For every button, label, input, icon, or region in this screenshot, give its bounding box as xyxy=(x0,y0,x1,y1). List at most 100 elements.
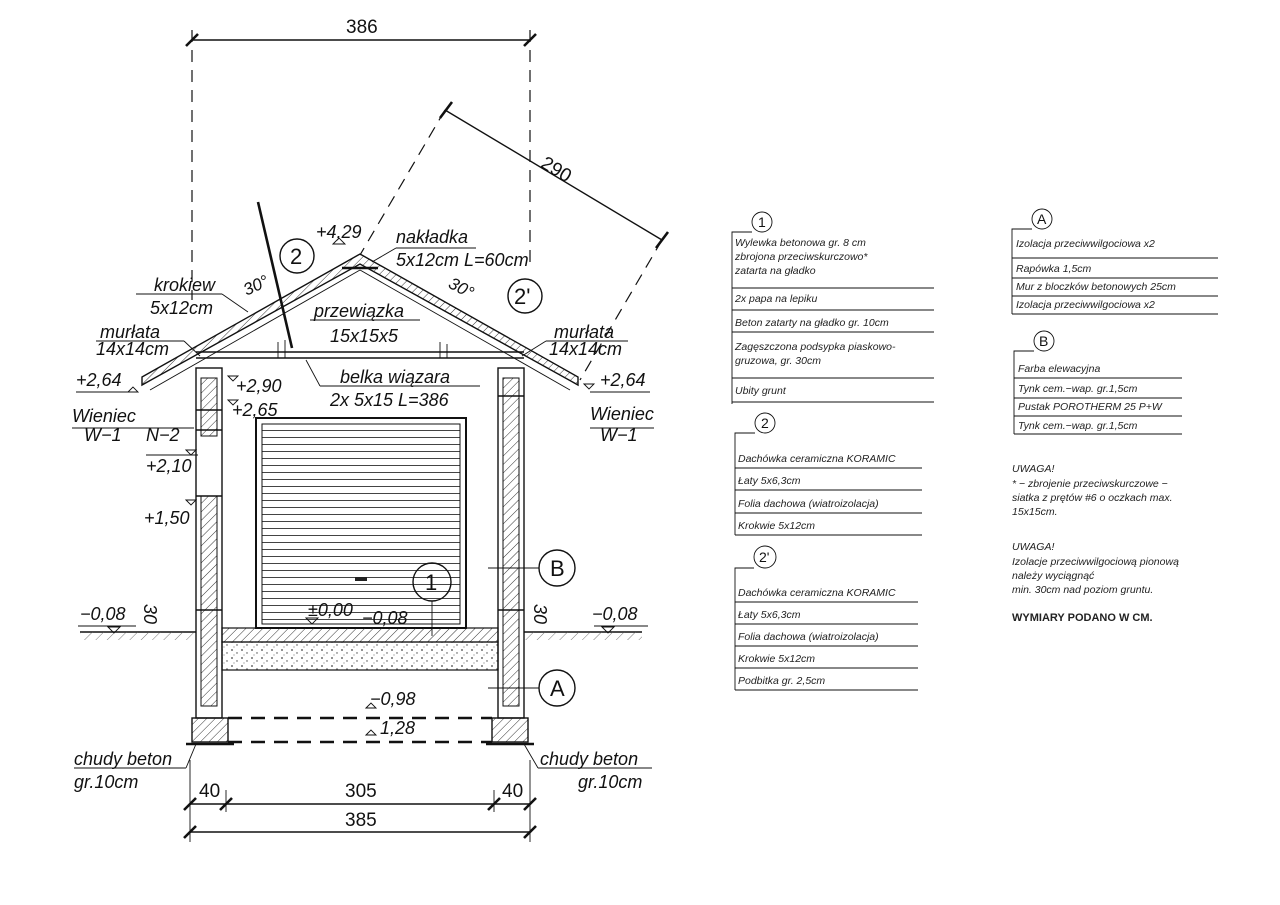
label-murlata-right-dims: 14x14cm xyxy=(549,339,622,359)
svg-text:2': 2' xyxy=(514,284,530,309)
legend-A: A Izolacja przeciwwilgociowa x2 Rapówka … xyxy=(1011,208,1218,315)
label-nakladka: nakładka xyxy=(396,227,468,247)
svg-text:2: 2 xyxy=(761,415,769,431)
label-przewiazka: przewiązka xyxy=(313,301,404,321)
plinth-right: 30 xyxy=(530,604,550,624)
note-2-title: UWAGA! xyxy=(1012,541,1054,553)
marker-1: 1 xyxy=(412,562,452,636)
label-wieniec-right: Wieniec xyxy=(590,404,654,424)
legend-2-item: Folia dachowa (wiatroizolacja) xyxy=(738,498,879,510)
legend-1: 1 Wylewka betonowa gr. 8 cm zbrojona prz… xyxy=(731,211,934,404)
label-n2: N−2 xyxy=(146,425,180,445)
legend-B-item: Tynk cem.−wap. gr.1,5cm xyxy=(1018,420,1138,432)
label-murlata-left: murłata xyxy=(100,322,160,342)
roof xyxy=(141,201,579,391)
level-ring-beam: +2,65 xyxy=(232,400,279,420)
marker-2: 2 xyxy=(279,238,315,274)
legend-1-item: zbrojona przeciwskurczowo* xyxy=(734,251,868,263)
marker-A: A xyxy=(488,669,576,707)
legend-1-item: gruzowa, gr. 30cm xyxy=(735,355,821,367)
level-foundation-top: −0,98 xyxy=(370,689,416,709)
dim-top-text: 386 xyxy=(346,17,378,38)
dim-top-386: 386 xyxy=(185,17,537,300)
label-murlata-left-dims: 14x14cm xyxy=(96,339,169,359)
svg-text:2': 2' xyxy=(759,549,769,565)
legend-2prime-item: Krokwie 5x12cm xyxy=(738,653,815,665)
label-chudy-left: chudy beton xyxy=(74,749,172,769)
legend-B-item: Pustak POROTHERM 25 P+W xyxy=(1018,401,1163,413)
foundations xyxy=(186,716,534,746)
legend-B-item: Tynk cem.−wap. gr.1,5cm xyxy=(1018,383,1138,395)
marker-2prime: 2' xyxy=(507,278,543,314)
legend-2prime: 2' Dachówka ceramiczna KORAMIC Łaty 5x6,… xyxy=(734,545,918,691)
label-chudy-right-thickness: gr.10cm xyxy=(578,772,642,792)
level-floor: ±0,00 xyxy=(308,600,353,620)
legend-2: 2 Dachówka ceramiczna KORAMIC Łaty 5x6,3… xyxy=(734,412,922,536)
level-floor-below: −0,08 xyxy=(362,608,408,628)
level-sill: +1,50 xyxy=(144,508,190,528)
level-ground-right: −0,08 xyxy=(592,604,638,624)
dim-rafter-text: 290 xyxy=(537,153,575,187)
plinth-left: 30 xyxy=(140,604,160,624)
label-krokiew: krokiew xyxy=(154,275,216,295)
level-eave-left: +2,64 xyxy=(76,370,122,390)
legend-B-item: Farba elewacyjna xyxy=(1018,363,1100,375)
legend-2prime-item: Łaty 5x6,3cm xyxy=(738,609,801,621)
note-1-line: * − zbrojenie przeciwskurczowe − xyxy=(1012,478,1168,490)
level-foundation-bottom: 1,28 xyxy=(380,718,415,738)
legend-2-item: Dachówka ceramiczna KORAMIC xyxy=(738,453,896,465)
legend-1-item: 2x papa na lepiku xyxy=(734,293,817,305)
level-ground-left: −0,08 xyxy=(80,604,126,624)
svg-text:2: 2 xyxy=(290,244,302,269)
legend-2prime-item: Folia dachowa (wiatroizolacja) xyxy=(738,631,879,643)
legend-2-item: Łaty 5x6,3cm xyxy=(738,475,801,487)
dim-bottom: 40 305 40 385 xyxy=(183,760,537,842)
level-wall-top: +2,90 xyxy=(236,376,282,396)
legend-A-item: Izolacja przeciwwilgociowa x2 xyxy=(1016,299,1155,311)
label-wieniec-left: Wieniec xyxy=(72,406,136,426)
legend-1-item: Zagęszczona podsypka piaskowo- xyxy=(734,341,896,353)
dim-total: 385 xyxy=(345,810,377,831)
svg-text:B: B xyxy=(550,556,565,581)
label-belka-dims: 2x 5x15 L=386 xyxy=(329,390,450,410)
marker-B: B xyxy=(488,549,576,587)
level-marks: +4,29 +2,64 +2,64 +2,90 +2,65 Wieniec W−… xyxy=(72,222,650,738)
legend-1-item: zatarta na gładko xyxy=(734,265,816,277)
note-1-line: 15x15cm. xyxy=(1012,506,1058,518)
note-2-line: Izolacje przeciwwilgociową pionową xyxy=(1012,556,1179,568)
level-lintel: +2,10 xyxy=(146,456,192,476)
legend-2prime-item: Dachówka ceramiczna KORAMIC xyxy=(738,587,896,599)
svg-text:B: B xyxy=(1039,333,1048,349)
legend-A-item: Rapówka 1,5cm xyxy=(1016,263,1092,275)
svg-text:A: A xyxy=(550,676,565,701)
dim-wall-right: 40 xyxy=(502,781,523,802)
legend-2prime-item: Podbitka gr. 2,5cm xyxy=(738,675,825,687)
level-eave-right: +2,64 xyxy=(600,370,646,390)
legend-1-item: Beton zatarty na gładko gr. 10cm xyxy=(735,317,889,329)
garage-door xyxy=(255,417,467,629)
label-murlata-right: murłata xyxy=(554,322,614,342)
dim-wall-left: 40 xyxy=(199,781,220,802)
note-2-line: min. 30cm nad poziom gruntu. xyxy=(1012,584,1153,596)
angle-right: 30° xyxy=(445,274,477,303)
angle-left: 30° xyxy=(240,271,272,299)
svg-text:1: 1 xyxy=(758,214,766,230)
note-units: WYMIARY PODANO W CM. xyxy=(1012,612,1153,624)
dim-interior: 305 xyxy=(345,781,377,802)
legend-B: B Farba elewacyjna Tynk cem.−wap. gr.1,5… xyxy=(1013,330,1182,435)
notes: UWAGA! * − zbrojenie przeciwskurczowe − … xyxy=(1012,463,1179,624)
legend-2-item: Krokwie 5x12cm xyxy=(738,520,815,532)
legend-A-item: Mur z bloczków betonowych 25cm xyxy=(1016,281,1176,293)
left-wall xyxy=(195,367,223,719)
label-krokiew-dims: 5x12cm xyxy=(150,298,213,318)
label-belka: belka wiązara xyxy=(340,367,450,387)
svg-text:1: 1 xyxy=(425,570,437,595)
legend-1-item: Wylewka betonowa gr. 8 cm xyxy=(735,237,866,249)
legend-A-item: Izolacja przeciwwilgociowa x2 xyxy=(1016,238,1155,250)
note-1-title: UWAGA! xyxy=(1012,463,1054,475)
floor-slab xyxy=(80,627,642,671)
note-1-line: siatka z prętów #6 o oczkach max. xyxy=(1012,492,1173,504)
label-chudy-left-thickness: gr.10cm xyxy=(74,772,138,792)
legend-1-item: Ubity grunt xyxy=(735,385,787,397)
